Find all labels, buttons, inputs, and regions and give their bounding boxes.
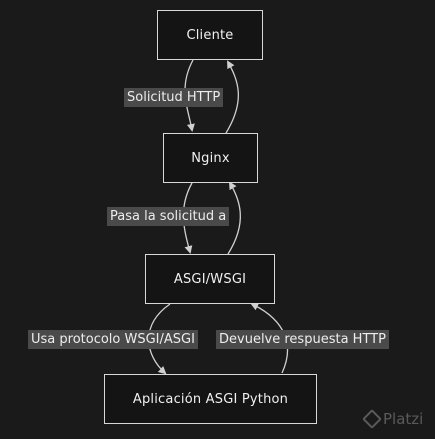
edge-label-solicitud-http: Solicitud HTTP xyxy=(124,88,224,107)
node-app-label: Aplicación ASGI Python xyxy=(132,391,289,407)
platzi-watermark-text: Platzi xyxy=(383,410,424,428)
node-asgi-wsgi: ASGI/WSGI xyxy=(145,254,275,304)
edge-nginx-to-cliente xyxy=(225,60,240,134)
node-cliente: Cliente xyxy=(157,10,263,60)
node-nginx: Nginx xyxy=(163,133,258,183)
node-app: Aplicación ASGI Python xyxy=(104,374,317,424)
node-asgi-wsgi-label: ASGI/WSGI xyxy=(173,271,247,287)
edge-asgi-to-nginx xyxy=(227,181,242,255)
edge-label-devuelve-respuesta: Devuelve respuesta HTTP xyxy=(216,330,389,349)
node-nginx-label: Nginx xyxy=(191,150,230,166)
platzi-logo-icon xyxy=(362,409,382,429)
node-cliente-label: Cliente xyxy=(186,27,234,43)
edge-label-pasa-solicitud: Pasa la solicitud a xyxy=(107,207,230,226)
edge-label-usa-protocolo: Usa protocolo WSGI/ASGI xyxy=(28,330,198,349)
platzi-watermark: Platzi xyxy=(362,409,424,429)
